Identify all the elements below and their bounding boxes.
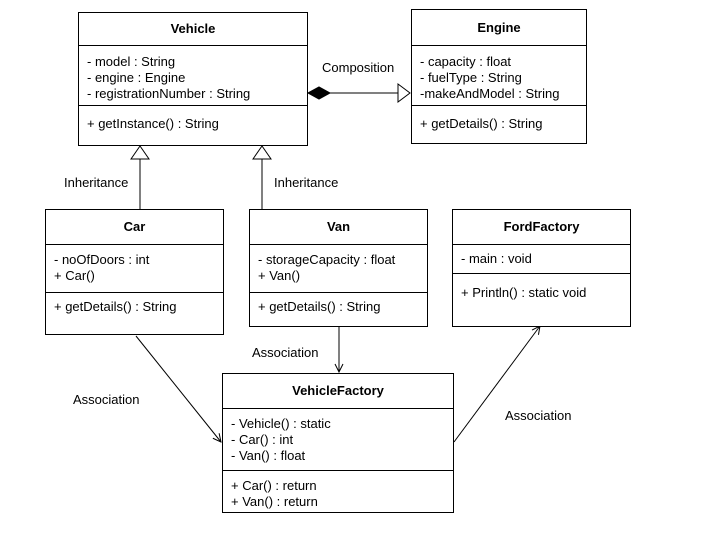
vehiclefactory-class: VehicleFactory - Vehicle() : static - Ca…	[222, 373, 454, 513]
attribute: - registrationNumber : String	[87, 86, 251, 101]
methods-section: + Car() : return + Van() : return	[223, 471, 453, 510]
attribute: - Van() : float	[231, 448, 306, 463]
attribute: - engine : Engine	[87, 70, 186, 85]
method: + Van() : return	[231, 494, 318, 509]
class-name: Vehicle	[79, 13, 307, 46]
attributes-section: - capacity : float - fuelType : String -…	[412, 46, 586, 106]
vehicle-class: Vehicle - model : String - engine : Engi…	[78, 12, 308, 146]
engine-class: Engine - capacity : float - fuelType : S…	[411, 9, 587, 144]
inheritance-van-triangle	[252, 145, 272, 160]
methods-section: + Println() : static void	[453, 274, 630, 301]
attributes-section: - model : String - engine : Engine - reg…	[79, 46, 307, 106]
class-name: VehicleFactory	[223, 374, 453, 409]
association-car-line	[135, 335, 221, 442]
methods-section: + getDetails() : String	[412, 106, 586, 132]
car-class: Car - noOfDoors : int + Car() + getDetai…	[45, 209, 224, 335]
inheritance-van-label: Inheritance	[274, 175, 339, 190]
method: + Car() : return	[231, 478, 317, 493]
attribute: + Van()	[258, 268, 301, 283]
composition-diamond	[306, 86, 332, 100]
attribute: - noOfDoors : int	[54, 252, 150, 267]
class-name: FordFactory	[453, 210, 630, 245]
methods-section: + getInstance() : String	[79, 106, 307, 132]
method: + getDetails() : String	[420, 116, 543, 131]
association-van-label: Association	[252, 345, 319, 360]
fordfactory-class: FordFactory - main : void + Println() : …	[452, 209, 631, 327]
method: + getInstance() : String	[87, 116, 219, 131]
method: + getDetails() : String	[54, 299, 177, 314]
attributes-section: - storageCapacity : float + Van()	[250, 245, 427, 293]
method: + getDetails() : String	[258, 299, 381, 314]
attribute: - Car() : int	[231, 432, 294, 447]
methods-section: + getDetails() : String	[46, 293, 223, 315]
class-name: Engine	[412, 10, 586, 46]
attribute: + Car()	[54, 268, 95, 283]
class-name: Van	[250, 210, 427, 245]
association-ford-label: Association	[505, 408, 572, 423]
attribute: - storageCapacity : float	[258, 252, 396, 267]
attribute: - fuelType : String	[420, 70, 522, 85]
attribute: - capacity : float	[420, 54, 512, 69]
class-name: Car	[46, 210, 223, 245]
method: + Println() : static void	[461, 285, 587, 300]
inheritance-car-triangle	[130, 145, 150, 160]
attribute: - model : String	[87, 54, 176, 69]
composition-label: Composition	[322, 60, 395, 75]
attributes-section: - noOfDoors : int + Car()	[46, 245, 223, 293]
attributes-section: - Vehicle() : static - Car() : int - Van…	[223, 409, 453, 471]
van-class: Van - storageCapacity : float + Van() + …	[249, 209, 428, 327]
attribute: - Vehicle() : static	[231, 416, 331, 431]
methods-section: + getDetails() : String	[250, 293, 427, 315]
attribute: -makeAndModel : String	[420, 86, 560, 101]
association-ford-line	[453, 326, 540, 443]
attributes-section: - main : void	[453, 245, 630, 274]
inheritance-car-label: Inheritance	[64, 175, 129, 190]
composition-arrowhead	[397, 83, 411, 103]
attribute: - main : void	[461, 251, 532, 266]
association-car-label: Association	[73, 392, 140, 407]
